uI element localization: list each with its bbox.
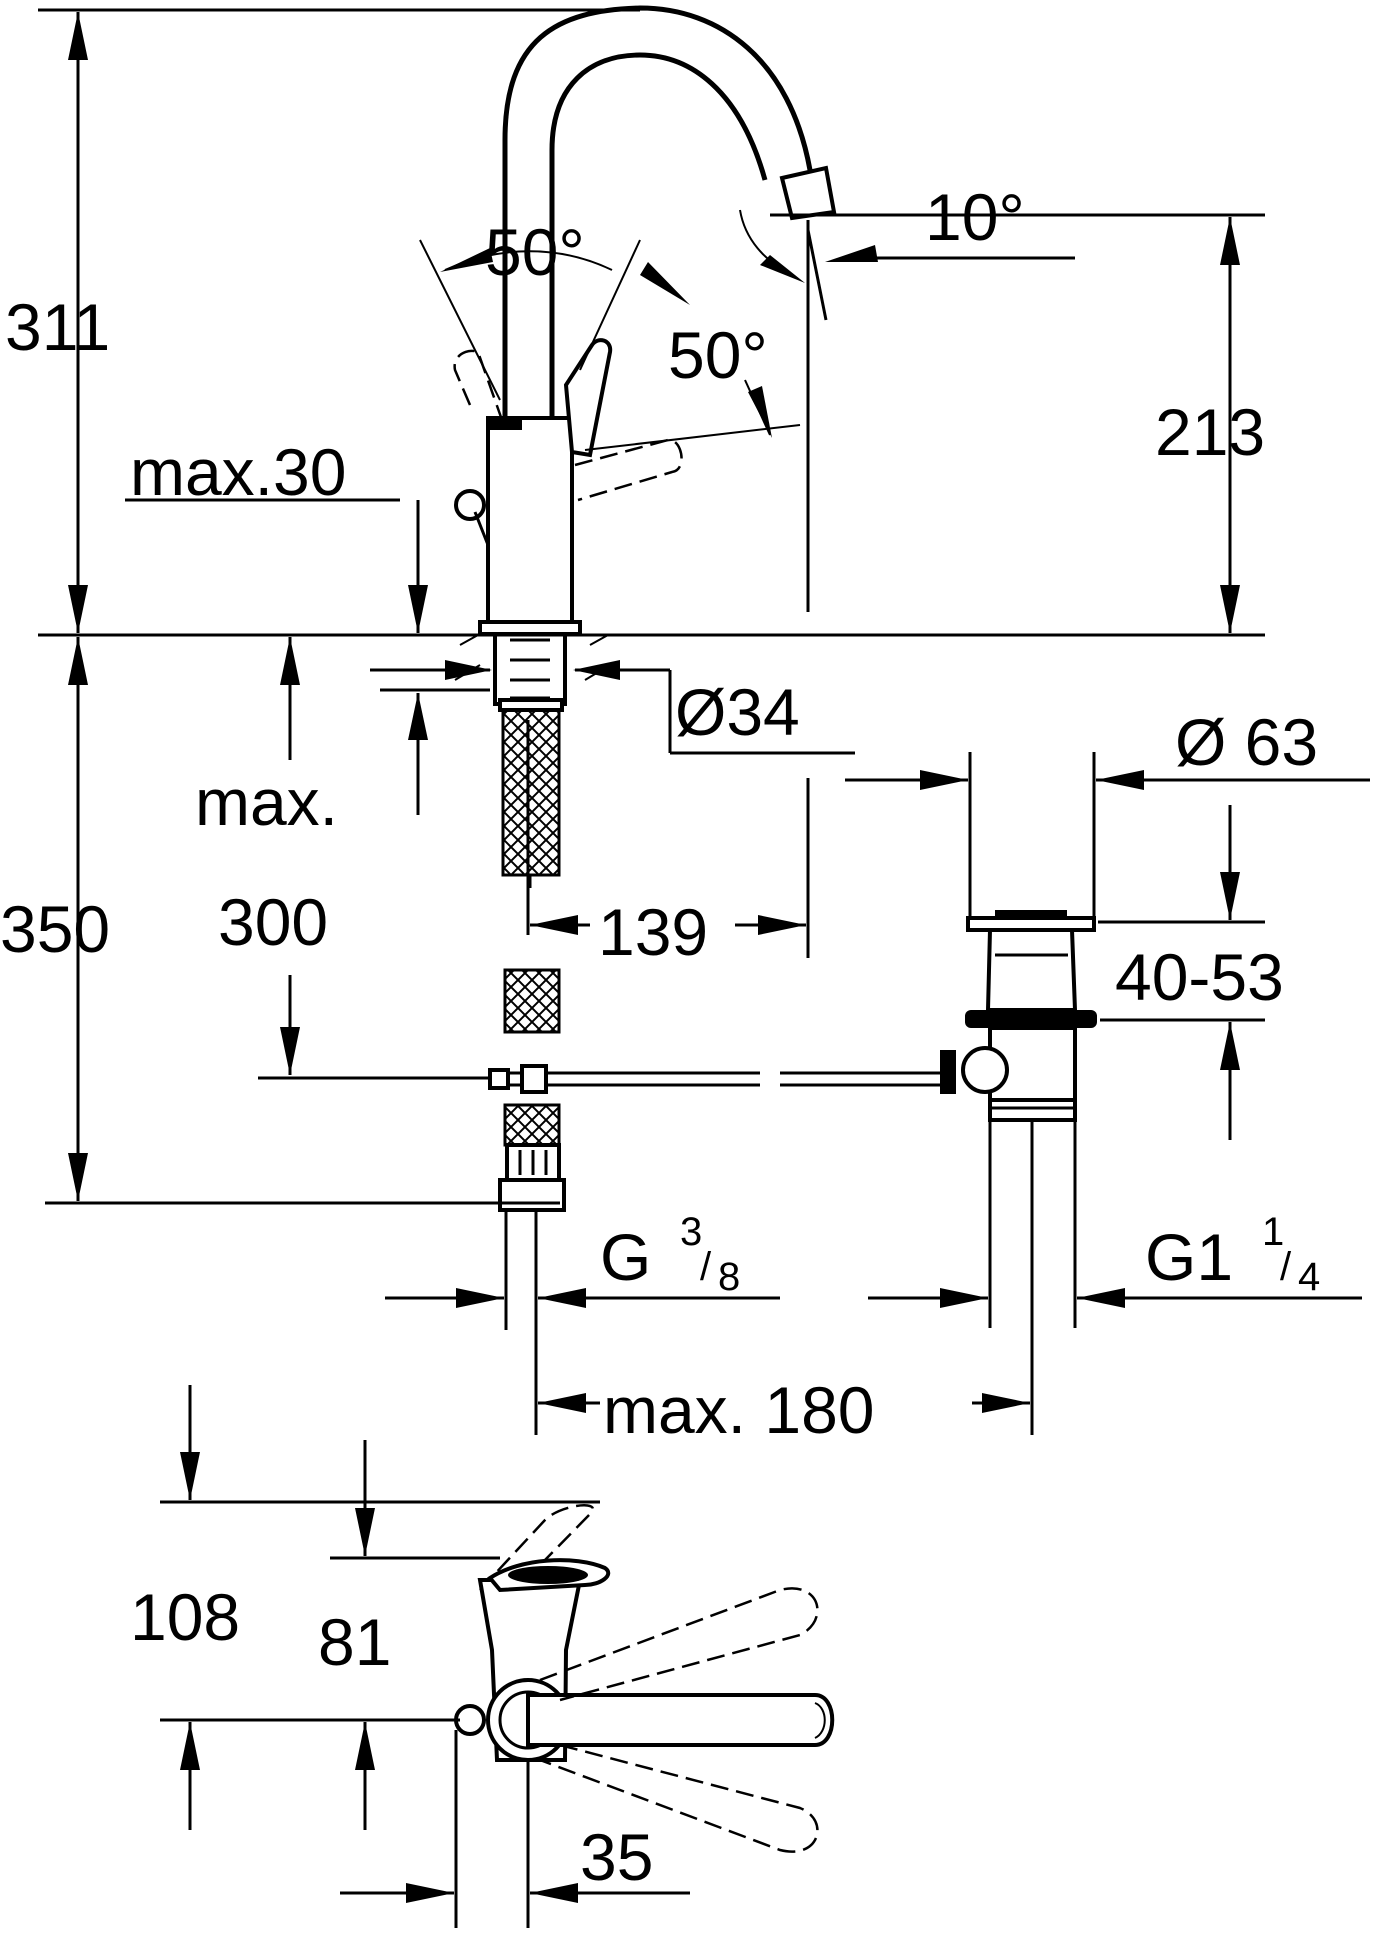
label-300: 300 [218, 885, 328, 959]
label-213: 213 [1155, 395, 1265, 469]
label-g-den: 8 [718, 1255, 740, 1299]
top-lever-horizontal [526, 1693, 835, 1747]
label-40-53: 40-53 [1115, 940, 1284, 1014]
rod-clip-left [488, 1068, 510, 1090]
faucet-side-view [453, 5, 940, 1435]
g38-arrows [456, 1288, 586, 1308]
tap-body [486, 416, 574, 625]
drain-plug [995, 910, 1067, 920]
popup-knob [454, 489, 486, 521]
drain-thread [988, 1098, 1077, 1122]
label-108: 108 [130, 1580, 240, 1654]
drain-nut [965, 1010, 1097, 1028]
dim-213-arrows [1220, 217, 1240, 633]
label-max: max. [195, 765, 338, 839]
body-cap [488, 418, 522, 430]
label-g-slash: / [700, 1245, 712, 1289]
top-lever-tip [814, 1702, 826, 1739]
rod-connector [961, 1046, 1009, 1094]
label-50-deg-side: 50° [668, 318, 768, 392]
aerator [779, 165, 837, 221]
max30-arrow [408, 585, 428, 633]
label-d63: Ø 63 [1175, 705, 1318, 779]
label-max-180: max. 180 [603, 1373, 874, 1447]
top-knob [454, 1704, 486, 1736]
dim-108-arrow-top [180, 1452, 200, 1500]
angle-10-arrow [825, 245, 878, 262]
braided-hose-top [501, 708, 561, 877]
dim-40-arrow-bottom [1220, 1022, 1240, 1070]
d34-arrows [445, 660, 620, 680]
angle-10-arc-arrow [760, 255, 805, 283]
lever-left-dashed [453, 349, 504, 421]
angle-50a-line-2 [579, 239, 641, 371]
top-lever-dashed-up [539, 1587, 819, 1702]
angle-50b-arrow [748, 386, 772, 438]
label-350: 350 [0, 892, 110, 966]
max300-arrow-bottom [280, 1027, 300, 1075]
label-311: 311 [5, 290, 110, 364]
g114-arrows [940, 1288, 1125, 1308]
dim-40-arrow-top [1220, 872, 1240, 920]
drain-body-top [985, 928, 1078, 1012]
label-10-deg: 10° [925, 180, 1025, 254]
spout-outer [502, 5, 813, 420]
dim-81-arrow-top [355, 1508, 375, 1556]
label-g-num: 3 [680, 1210, 702, 1254]
rod-clip [520, 1064, 548, 1094]
top-lever-shadow [508, 1566, 588, 1584]
label-max30: max.30 [130, 435, 346, 509]
angle-50b-line [584, 424, 801, 451]
label-g1-den: 4 [1298, 1255, 1320, 1299]
angle-10-tilt [806, 229, 828, 321]
dimension-lines [38, 8, 1370, 1413]
braided-hose-lower [503, 1103, 561, 1147]
hose-nut [498, 1178, 566, 1212]
dim-35-arrows [406, 1883, 578, 1903]
label-50-deg-top: 50° [485, 215, 585, 289]
lever-right-dashed [574, 438, 683, 502]
dim-81-arrow-bottom [355, 1722, 375, 1770]
braided-hose-middle [503, 968, 561, 1034]
lever-up [563, 338, 613, 458]
label-139: 139 [598, 895, 708, 969]
spout-inner [549, 52, 768, 420]
angle-50a-line-1 [419, 239, 501, 401]
max300-arrow-top [280, 637, 300, 685]
label-g1: G1 [1145, 1220, 1233, 1294]
label-81: 81 [318, 1605, 391, 1679]
rod-connector-nut [940, 1050, 956, 1094]
dim-63-arrows [920, 770, 1144, 790]
label-35: 35 [580, 1820, 653, 1894]
label-g: G [600, 1220, 651, 1294]
top-lever-dashed [479, 1504, 595, 1591]
dim-108-arrow-bottom [180, 1722, 200, 1770]
label-g1-slash: / [1280, 1245, 1292, 1289]
faucet-top-view [160, 1385, 835, 1928]
knob-stem [473, 511, 490, 546]
label-g1-num: 1 [1262, 1210, 1284, 1254]
dimension-labels: 311 10° 50° 50° 213 max.30 Ø34 Ø 63 max.… [0, 180, 1320, 1894]
max30-arrow-lower [408, 693, 428, 740]
waste-drain [940, 910, 1097, 1435]
label-d34: Ø34 [675, 675, 800, 749]
mounting-block [493, 632, 567, 706]
top-lever-dashed-down [539, 1743, 819, 1853]
